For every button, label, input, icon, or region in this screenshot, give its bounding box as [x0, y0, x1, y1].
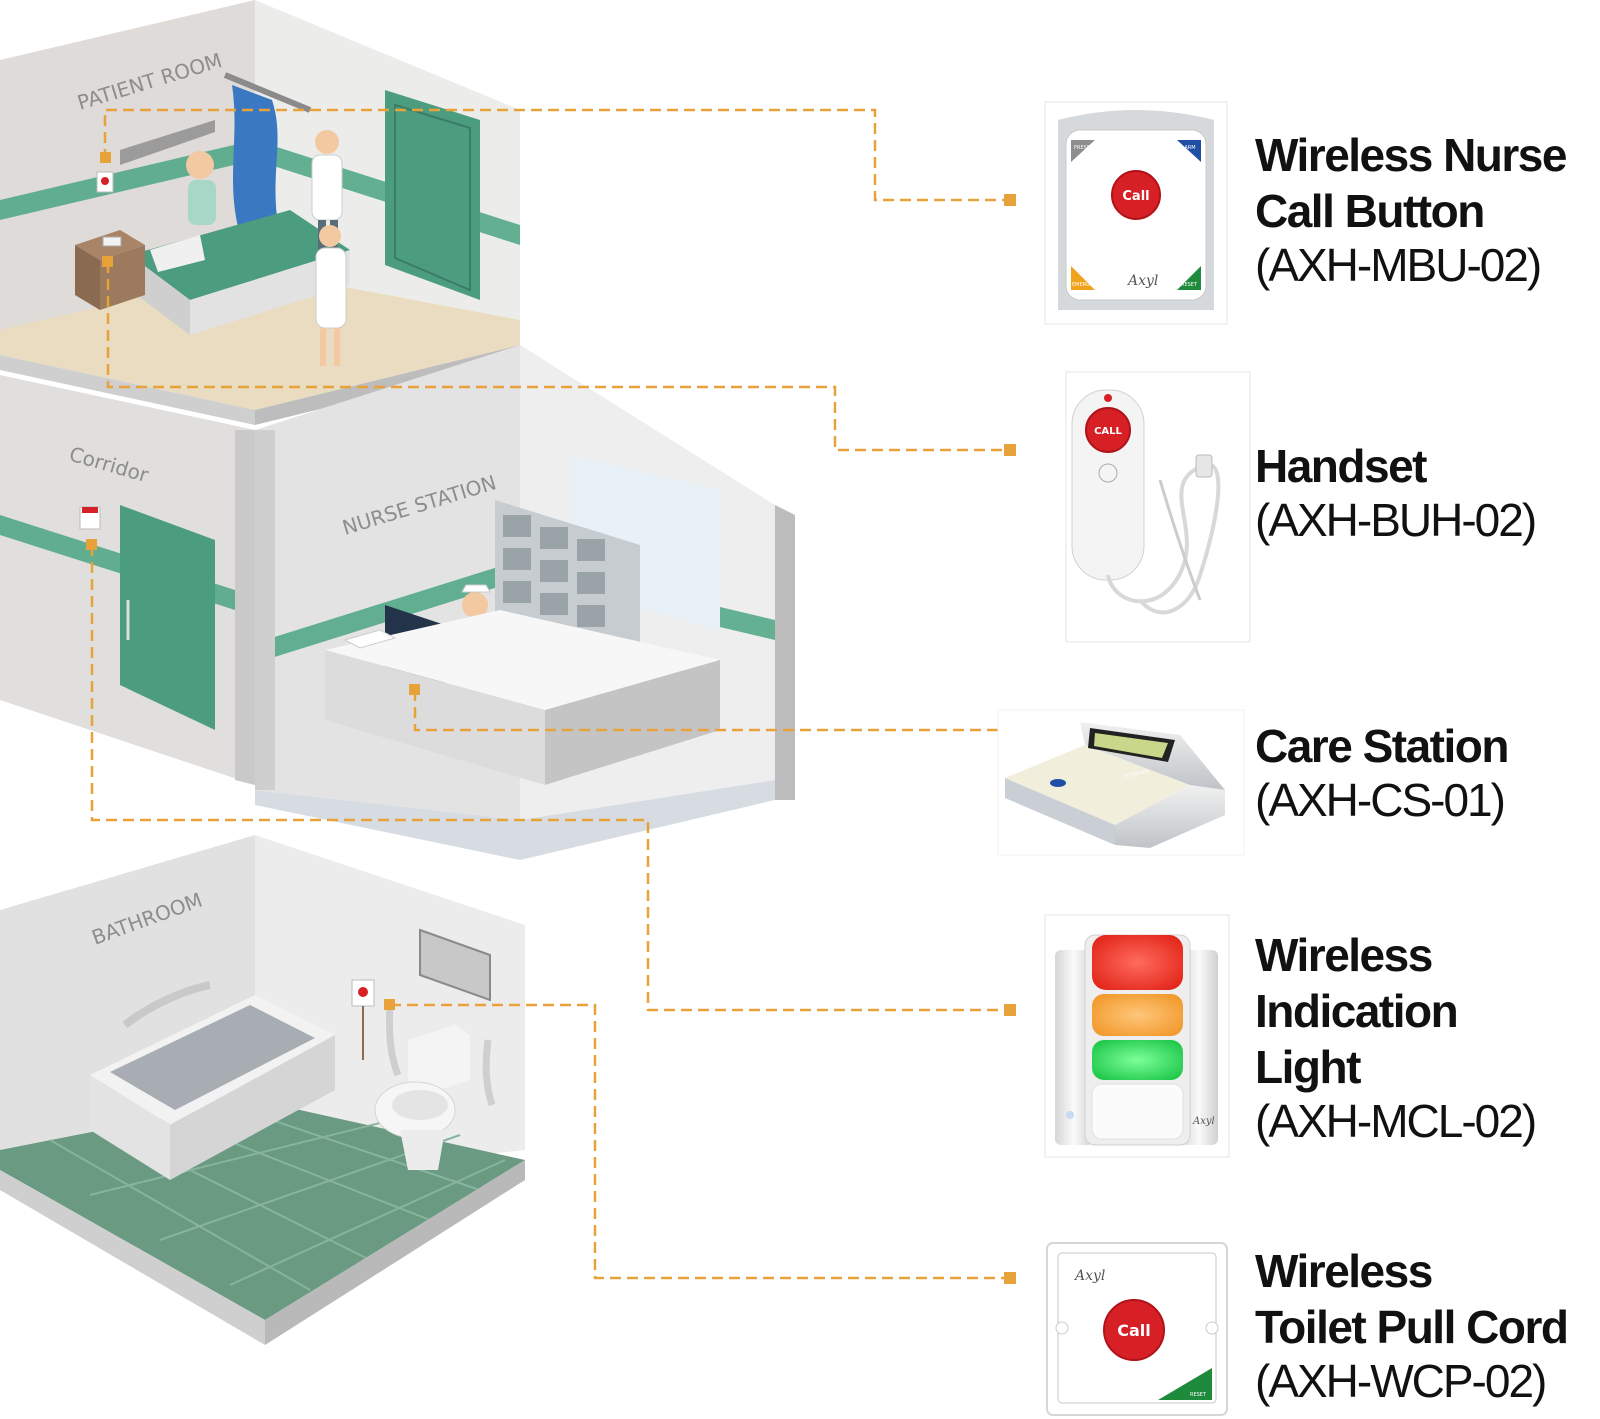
endpoint-call-button-room [100, 152, 111, 163]
connector-call-button [103, 108, 1010, 202]
product-image-indication-light: Axyl [1044, 914, 1230, 1158]
vent [419, 928, 491, 1002]
brand-logo: Axyl [1126, 273, 1158, 289]
call-button-text: Call [1122, 189, 1149, 204]
pull-cord-reset-icon [1158, 1368, 1212, 1400]
product-name-line: Handset [1255, 440, 1427, 492]
corridor: Corridor [0, 375, 255, 785]
product-name-line: Toilet Pull Cord [1255, 1301, 1569, 1353]
endpoint-corridor-light-room [86, 539, 97, 550]
endpoint-care-station-room [409, 684, 420, 695]
red-light-icon [1092, 935, 1183, 990]
endpoint-pull-cord-product [1004, 1272, 1016, 1284]
product-label-call-button: Wireless Nurse Call Button (AXH-MBU-02) [1255, 129, 1567, 291]
endpoint-call-button-product [1004, 194, 1016, 206]
product-name-line: Call Button [1255, 185, 1485, 237]
corridor-door [120, 505, 215, 730]
bathroom: BATHROOM [0, 835, 525, 1345]
product-model: (AXH-MCL-02) [1255, 1095, 1537, 1147]
patient-room-door [385, 90, 480, 300]
product-name-line: Care Station [1255, 720, 1509, 772]
handset-call-text: CALL [1094, 426, 1122, 437]
endpoint-handset-room [102, 256, 113, 267]
product-label-handset: Handset (AXH-BUH-02) [1255, 440, 1537, 546]
curtain [232, 85, 278, 235]
patient-room-floor [0, 270, 520, 410]
pull-cord-brand: Axyl [1073, 1268, 1105, 1284]
reception-desk [325, 610, 720, 710]
endpoint-indication-light-product [1004, 1004, 1016, 1016]
pull-cord-reset-label: RESET [1190, 1392, 1207, 1398]
product-label-indication-light: Wireless Indication Light (AXH-MCL-02) [1255, 929, 1537, 1147]
patient-bed [130, 210, 350, 300]
nurse-figure-station [462, 592, 488, 618]
endpoint-pull-cord-room [384, 999, 395, 1010]
orange-light-icon [1092, 994, 1183, 1036]
product-name-line: Light [1255, 1041, 1361, 1093]
product-image-handset: CALL [1065, 371, 1251, 643]
presence-label: PRESENCE [1074, 145, 1100, 151]
handset-call-icon [1085, 407, 1131, 453]
pull-cord-call-text: Call [1117, 1321, 1151, 1340]
product-name-line: Indication [1255, 985, 1459, 1037]
emergency-label: EMERGENCY [1072, 282, 1104, 288]
product-image-call-button: PRESENCE ALARM EMERGENCY RESET Call Axyl [1044, 101, 1228, 325]
product-label-pull-cord: Wireless Toilet Pull Cord (AXH-WCP-02) [1255, 1245, 1569, 1407]
product-model: (AXH-CS-01) [1255, 774, 1506, 826]
product-model: (AXH-WCP-02) [1255, 1355, 1547, 1407]
alarm-label: ALARM [1178, 145, 1196, 151]
pull-cord-call-icon [1103, 1299, 1165, 1361]
doctor-figure [315, 130, 339, 154]
product-model: (AXH-MBU-02) [1255, 239, 1542, 291]
toilet [408, 1025, 470, 1095]
product-name-line: Wireless [1255, 1245, 1433, 1297]
patient-room: PATIENT ROOM [0, 0, 520, 425]
green-light-icon [1092, 1040, 1183, 1080]
hospitek-label: HOSPITEK [1124, 769, 1150, 780]
product-label-care-station: Care Station (AXH-CS-01) [1255, 720, 1509, 826]
connector-handset [106, 262, 1010, 452]
product-image-pull-cord: Axyl Call RESET [1046, 1242, 1228, 1416]
nurse-station-room: NURSE STATION [255, 345, 795, 860]
reset-label: RESET [1181, 282, 1198, 288]
indication-light-brand: Axyl [1192, 1116, 1215, 1127]
product-name-line: Wireless [1255, 929, 1433, 981]
product-name-line: Wireless Nurse [1255, 129, 1567, 181]
endpoint-handset-product [1004, 444, 1016, 456]
connector-pull-cord [390, 1003, 1010, 1280]
product-model: (AXH-BUH-02) [1255, 494, 1537, 546]
product-image-care-station: HOSPITEK [997, 709, 1245, 856]
nurse-figure-patient-room [319, 225, 341, 247]
patient-figure [186, 151, 214, 179]
call-button-icon [1111, 170, 1161, 220]
connector-lines [90, 108, 1010, 1280]
connector-care-station [413, 690, 1010, 732]
connector-indication-light [90, 545, 1010, 1012]
